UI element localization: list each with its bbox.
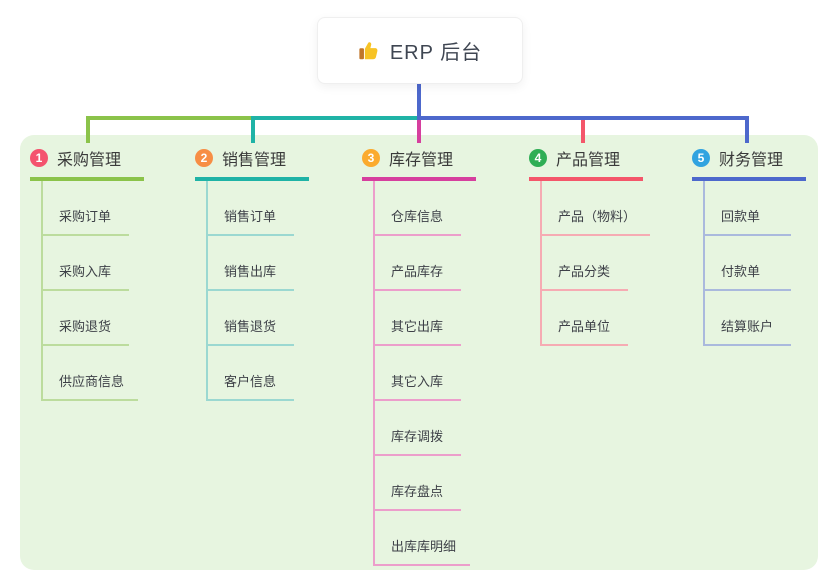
thumbs-up-icon	[359, 41, 378, 59]
child-node[interactable]: 回款单	[705, 181, 791, 236]
branch-2: 2 销售管理 销售订单 销售出库 销售退货 客户信息	[195, 144, 309, 401]
child-node[interactable]: 其它出库	[375, 291, 461, 346]
child-node[interactable]: 供应商信息	[43, 346, 139, 401]
branch-children: 销售订单 销售出库 销售退货 客户信息	[206, 181, 294, 401]
child-node[interactable]: 仓库信息	[375, 181, 461, 236]
child-node[interactable]: 库存盘点	[375, 456, 461, 511]
child-node-label: 产品（物料）	[558, 209, 637, 224]
child-node-label: 产品单位	[558, 319, 611, 334]
branch-number-badge: 4	[529, 149, 547, 167]
branch-number-badge: 5	[692, 149, 710, 167]
child-node[interactable]: 客户信息	[208, 346, 294, 401]
child-node[interactable]: 采购退货	[43, 291, 129, 346]
child-node-label: 采购退货	[59, 319, 112, 334]
child-node-label: 销售出库	[224, 264, 277, 279]
child-node[interactable]: 库存调拨	[375, 401, 461, 456]
branch-children: 仓库信息 产品库存 其它出库 其它入库 库存调拨 库存盘点 出库库明细	[373, 181, 471, 566]
mindmap-canvas	[20, 135, 818, 570]
child-node-label: 采购入库	[59, 264, 112, 279]
child-node-label: 供应商信息	[59, 374, 125, 389]
child-node[interactable]: 付款单	[705, 236, 791, 291]
branch-header[interactable]: 1 采购管理	[30, 144, 144, 181]
root-node[interactable]: ERP 后台	[317, 17, 523, 84]
child-node[interactable]: 产品库存	[375, 236, 461, 291]
child-node-label: 出库库明细	[391, 539, 457, 554]
branch-label: 财务管理	[719, 152, 784, 169]
child-node-label: 回款单	[721, 209, 761, 224]
branch-1: 1 采购管理 采购订单 采购入库 采购退货 供应商信息	[30, 144, 144, 401]
branch-number-badge: 1	[30, 149, 48, 167]
branch-label: 产品管理	[556, 152, 621, 169]
child-node-label: 其它出库	[391, 319, 444, 334]
child-node[interactable]: 销售订单	[208, 181, 294, 236]
child-node-label: 结算账户	[721, 319, 774, 334]
child-node[interactable]: 销售出库	[208, 236, 294, 291]
branch-label: 销售管理	[222, 152, 287, 169]
child-node-label: 销售订单	[224, 209, 277, 224]
child-node-label: 客户信息	[224, 374, 277, 389]
child-node-label: 产品分类	[558, 264, 611, 279]
child-node[interactable]: 产品（物料）	[542, 181, 651, 236]
child-node-label: 库存盘点	[391, 484, 444, 499]
child-node[interactable]: 结算账户	[705, 291, 791, 346]
branch-4: 4 产品管理 产品（物料） 产品分类 产品单位	[529, 144, 651, 346]
branch-children: 产品（物料） 产品分类 产品单位	[540, 181, 651, 346]
branch-children: 采购订单 采购入库 采购退货 供应商信息	[41, 181, 139, 401]
child-node[interactable]: 产品单位	[542, 291, 628, 346]
branch-3: 3 库存管理 仓库信息 产品库存 其它出库 其它入库 库存调拨 库存盘点 出库库…	[362, 144, 476, 566]
child-node-label: 销售退货	[224, 319, 277, 334]
child-node-label: 付款单	[721, 264, 761, 279]
branch-label: 采购管理	[57, 152, 122, 169]
branch-header[interactable]: 5 财务管理	[692, 144, 806, 181]
child-node-label: 其它入库	[391, 374, 444, 389]
branch-header[interactable]: 2 销售管理	[195, 144, 309, 181]
child-node[interactable]: 采购入库	[43, 236, 129, 291]
branch-children: 回款单 付款单 结算账户	[703, 181, 791, 346]
child-node-label: 仓库信息	[391, 209, 444, 224]
branch-number-badge: 3	[362, 149, 380, 167]
child-node[interactable]: 采购订单	[43, 181, 129, 236]
child-node-label: 产品库存	[391, 264, 444, 279]
root-node-label: ERP 后台	[389, 42, 483, 64]
child-node[interactable]: 其它入库	[375, 346, 461, 401]
child-node-label: 库存调拨	[391, 429, 444, 444]
branch-header[interactable]: 4 产品管理	[529, 144, 643, 181]
child-node[interactable]: 产品分类	[542, 236, 628, 291]
branch-header[interactable]: 3 库存管理	[362, 144, 476, 181]
branch-number-badge: 2	[195, 149, 213, 167]
child-node[interactable]: 销售退货	[208, 291, 294, 346]
branch-5: 5 财务管理 回款单 付款单 结算账户	[692, 144, 806, 346]
child-node-label: 采购订单	[59, 209, 112, 224]
branch-label: 库存管理	[389, 152, 454, 169]
child-node[interactable]: 出库库明细	[375, 511, 471, 566]
